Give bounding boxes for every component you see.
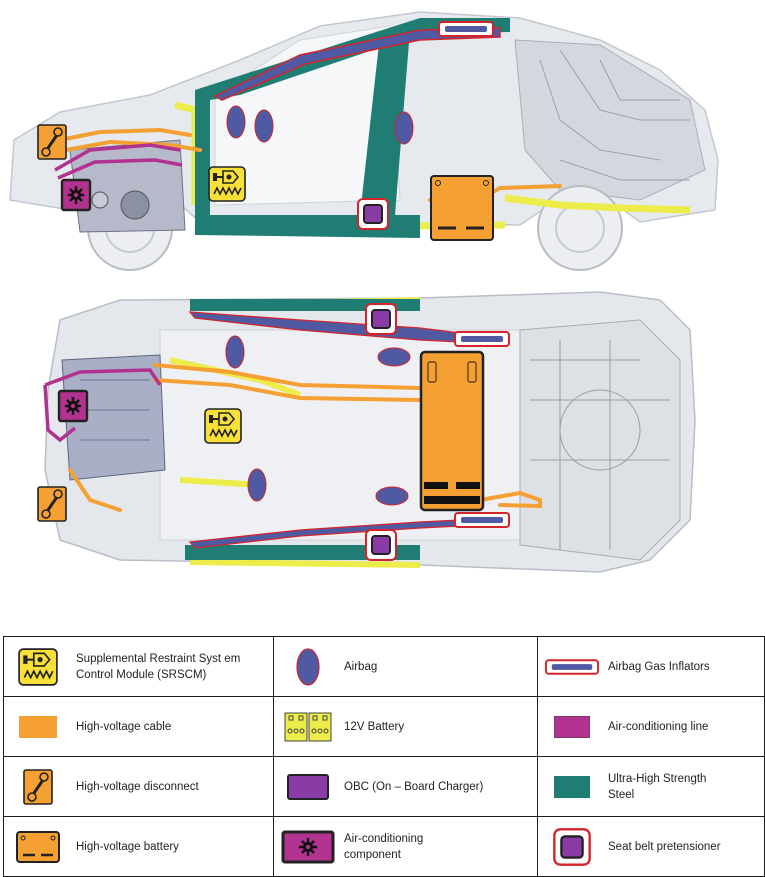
legend-item-airbag-gas-inflators: Airbag Gas Inflators [537, 636, 765, 697]
airbag-top-1 [225, 335, 245, 369]
ac-line-swatch [554, 715, 590, 738]
ac-component-icon [281, 830, 335, 863]
seatbelt-pretensioner-icon-top-upper [365, 303, 397, 335]
legend-label-hv-disconnect: High-voltage disconnect [76, 780, 199, 793]
airbag-side-1 [226, 105, 246, 139]
legend-item-12v-battery: 12V Battery [273, 696, 538, 757]
airbag-gas-inflator-top-lower [454, 512, 510, 528]
hv-disconnect-icon-side [36, 123, 68, 161]
hv-battery-top [419, 350, 485, 512]
airbag-side-2 [254, 109, 274, 143]
battery-12v-icon [284, 712, 332, 741]
airbag-top-2 [247, 468, 267, 502]
legend-item-ac-component: Air-conditioning component [273, 816, 538, 877]
legend-label-12v-battery: 12V Battery [344, 720, 405, 733]
ac-line-side [54, 143, 183, 180]
legend-item-ac-line: Air-conditioning line [537, 696, 765, 757]
legend-label-hv-cable: High-voltage cable [76, 720, 172, 733]
airbag-top-4 [375, 486, 409, 506]
srscm-icon [18, 647, 58, 686]
seatbelt-pretensioner-icon [553, 827, 591, 866]
obc-icon [287, 773, 329, 800]
vehicle-safety-diagram [9, 11, 719, 573]
legend-item-hv-battery: High-voltage battery [3, 816, 274, 877]
legend-label-airbag-gas-inflators: Airbag Gas Inflators [608, 660, 710, 673]
airbag-top-3 [377, 347, 411, 367]
legend-item-hv-disconnect: High-voltage disconnect [3, 756, 274, 817]
seatbelt-pretensioner-icon-top-lower [365, 529, 397, 561]
srscm-icon-top [204, 408, 242, 444]
legend-table: Supplemental Restraint Syst em Control M… [3, 636, 765, 877]
top-rear-structure [519, 319, 681, 561]
airbag-side-3 [394, 111, 414, 145]
legend-item-obc: OBC (On – Board Charger) [273, 756, 538, 817]
legend-label-airbag: Airbag [344, 660, 378, 673]
uhss-top-upper [190, 299, 420, 311]
legend-label-ac-component: Air-conditioning component [344, 832, 424, 861]
front-motor-assembly-top [61, 354, 166, 481]
hv-battery-side [430, 175, 494, 241]
legend-item-hv-cable: High-voltage cable [3, 696, 274, 757]
ac-component-icon-side [60, 178, 92, 212]
uhss-top-lower [185, 545, 420, 560]
legend-item-airbag: Airbag [273, 636, 538, 697]
legend-item-srscm: Supplemental Restraint Syst em Control M… [3, 636, 274, 697]
legend-item-uhss: Ultra-High Strength Steel [537, 756, 765, 817]
airbag-gas-inflator-side [438, 21, 494, 37]
top-view [36, 291, 696, 573]
airbag-gas-inflator-top-upper [454, 331, 510, 347]
legend-label-obc: OBC (On – Board Charger) [344, 780, 484, 793]
legend-label-seatbelt-pretensioner: Seat belt pretensioner [608, 840, 721, 853]
seatbelt-pretensioner-icon-side [357, 198, 389, 230]
side-view [9, 11, 719, 271]
ac-component-icon-top [57, 389, 89, 423]
uhss-swatch [554, 775, 590, 798]
hv-battery-icon [16, 830, 60, 863]
srscm-icon-side [208, 166, 246, 202]
hv-cable-top [68, 363, 542, 512]
legend-item-seatbelt-pretensioner: Seat belt pretensioner [537, 816, 765, 877]
legend-label-ac-line: Air-conditioning line [608, 720, 709, 733]
hv-cable-swatch [19, 715, 57, 738]
legend-label-uhss: Ultra-High Strength Steel [608, 772, 707, 801]
top-rear-details [530, 340, 670, 550]
ac-line-top [43, 368, 162, 443]
hv-disconnect-icon-top [36, 485, 68, 523]
airbag-icon [296, 647, 320, 686]
hv-disconnect-icon [22, 768, 54, 805]
legend-label-hv-battery: High-voltage battery [76, 840, 179, 853]
rear-wheel-side [537, 185, 623, 271]
airbag-gas-inflator-icon [544, 658, 600, 675]
legend-label-srscm: Supplemental Restraint Syst em Control M… [76, 652, 241, 681]
side-rear-details [539, 49, 690, 181]
